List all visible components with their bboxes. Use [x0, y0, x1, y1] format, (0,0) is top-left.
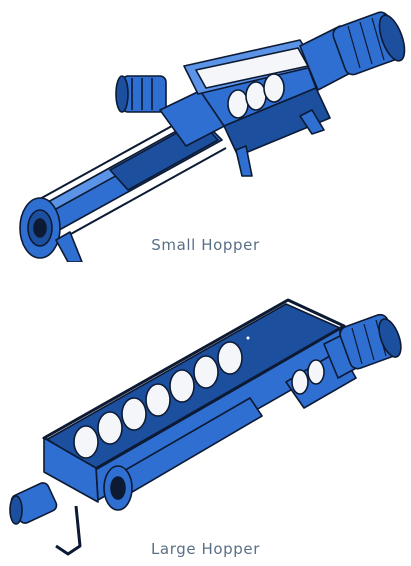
large-hopper-pump-illustration: [9, 298, 402, 556]
large-hopper-caption: Large Hopper: [150, 540, 261, 558]
large-hopper-figure: Large Hopper: [0, 292, 411, 566]
small-hopper-caption: Small Hopper: [151, 236, 260, 254]
small-hopper-pump-illustration: [19, 11, 406, 262]
small-hopper-figure: Small Hopper: [0, 0, 411, 262]
